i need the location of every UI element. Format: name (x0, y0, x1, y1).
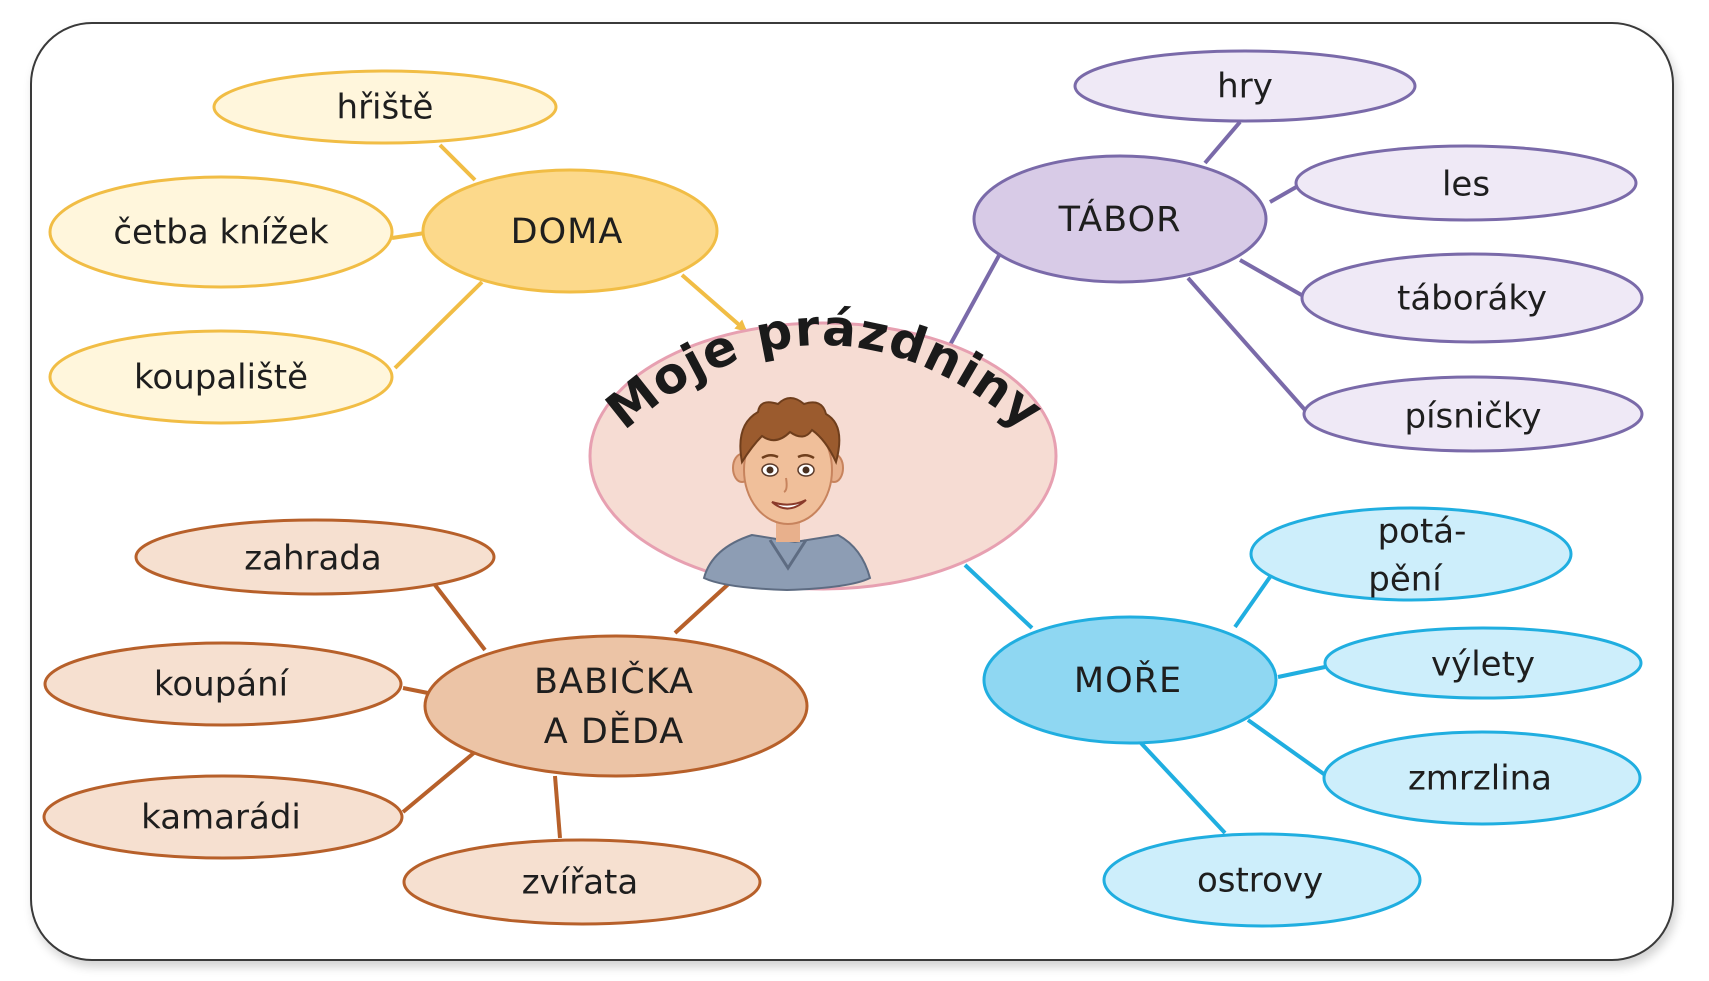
leaf-koupani-label: koupání (154, 665, 290, 705)
leaf-ostrovy-ellipse (1102, 832, 1422, 928)
boy-left-pupil (766, 466, 774, 474)
connector-center-babicka (673, 576, 737, 635)
boy-sweater (702, 533, 872, 592)
boy-mouth (771, 499, 807, 510)
boy-left-brow (761, 454, 779, 460)
connector-tabor-les (1269, 184, 1299, 204)
connector-more-zmrzlina (1246, 718, 1330, 779)
leaf-hry-label: hry (1217, 67, 1273, 107)
connector-tabor-pisnicky (1186, 276, 1307, 412)
branch-doma: hřiště četba knížek koupaliště DOMA (48, 69, 719, 425)
hub-tabor-ellipse (972, 154, 1268, 284)
hub-more-ellipse (982, 615, 1278, 745)
connector-doma-hriste (438, 143, 477, 182)
leaf-pisnicky-label: písničky (1404, 397, 1541, 437)
leaf-potapeni-label-line-2: pění (1368, 560, 1443, 600)
hub-babicka-ellipse (423, 634, 809, 778)
connector-doma-koupaliste (393, 280, 484, 370)
connector-doma-center (680, 273, 748, 332)
connector-doma-cetba (391, 231, 426, 240)
hub-more-label: MOŘE (1074, 659, 1182, 701)
connector-babicka-zvirata (553, 775, 562, 839)
leaf-taboraky-label: táboráky (1397, 279, 1547, 319)
connector-center-tabor (948, 249, 1004, 346)
leaf-cetba-knizek-ellipse (48, 175, 394, 289)
boy-right-brow (797, 454, 815, 460)
hub-babicka-label-line-2: A DĚDA (544, 710, 684, 752)
leaf-hriste-label: hřiště (337, 88, 434, 128)
hub-doma-ellipse (421, 168, 719, 294)
branch-babicka: zahrada koupání kamarádi zvířata BABIČKA… (42, 518, 809, 926)
boy-hair (739, 397, 841, 465)
branch-more: potá- pění výlety zmrzlina ostrovy MOŘE (982, 506, 1643, 928)
leaf-pisnicky-ellipse (1302, 375, 1644, 453)
leaf-potapeni-label-line-1: potá- (1378, 512, 1467, 552)
leaf-vylety-label: výlety (1431, 645, 1535, 685)
leaf-koupaliste-label: koupaliště (134, 358, 308, 398)
boy-illustration (702, 397, 872, 592)
connector-babicka-koupani (402, 686, 429, 695)
leaf-ostrovy-label: ostrovy (1197, 861, 1323, 901)
leaf-taboraky-ellipse (1300, 252, 1644, 344)
leaf-zahrada-ellipse (134, 518, 496, 596)
leaf-kamaradi-label: kamarádi (141, 798, 301, 838)
connectors (391, 120, 1330, 839)
connector-tabor-hry (1203, 120, 1242, 165)
leaf-les-ellipse (1294, 144, 1638, 222)
leaf-hry-ellipse (1073, 49, 1417, 123)
leaf-zvirata-ellipse (402, 838, 762, 926)
leaf-zmrzlina-label: zmrzlina (1408, 759, 1552, 799)
connector-babicka-zahrada (433, 583, 487, 652)
leaf-zmrzlina-ellipse (1322, 730, 1642, 826)
leaf-zvirata-label: zvířata (522, 863, 638, 903)
leaf-potapeni-ellipse (1249, 506, 1573, 602)
leaf-vylety-ellipse (1323, 626, 1643, 700)
leaf-hriste-ellipse (212, 69, 558, 145)
leaf-les-label: les (1442, 165, 1490, 205)
connector-babicka-kamaradi (401, 750, 477, 814)
boy-collar (768, 539, 808, 571)
hub-doma-label: DOMA (511, 212, 624, 252)
boy-right-pupil (802, 466, 810, 474)
leaf-cetba-knizek-label: četba knížek (113, 213, 329, 253)
connector-tabor-taboraky (1239, 258, 1306, 299)
center-node: Moje prázdniny (588, 298, 1058, 592)
leaf-koupani-ellipse (43, 641, 403, 727)
hub-babicka-label-line-1: BABIČKA (534, 660, 694, 702)
connector-center-more (963, 563, 1034, 630)
connector-more-ostrovy (1138, 740, 1227, 835)
boy-nose (783, 477, 788, 493)
leaf-zahrada-label: zahrada (244, 539, 381, 579)
leaf-koupaliste-ellipse (48, 329, 394, 425)
connector-more-potapeni (1233, 575, 1272, 629)
leaf-kamaradi-ellipse (42, 774, 404, 860)
hub-tabor-label: TÁBOR (1058, 198, 1182, 240)
branch-tabor: hry les táboráky písničky TÁBOR (972, 49, 1644, 453)
connector-more-vylety (1277, 665, 1326, 679)
